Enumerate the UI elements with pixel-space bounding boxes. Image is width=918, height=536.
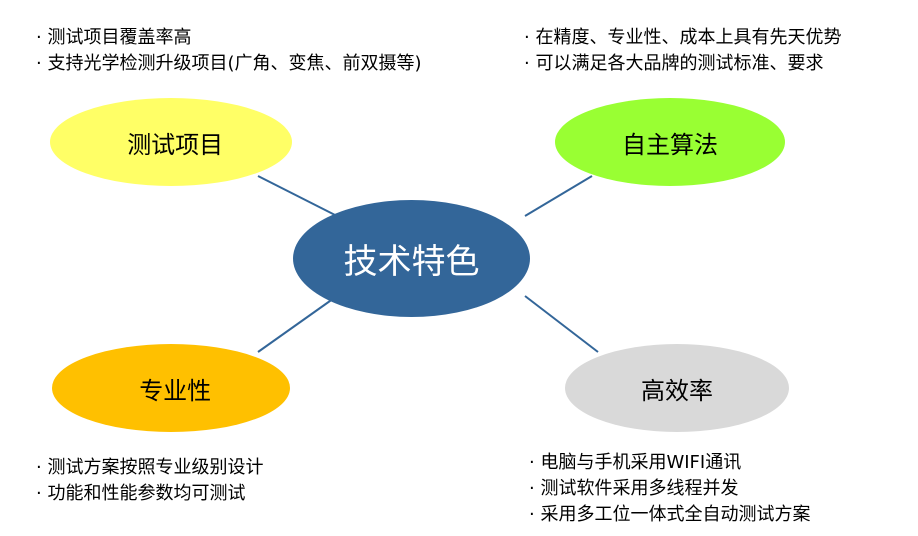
node-center-label: 技术特色 (343, 242, 480, 282)
node-professional-label: 专业性 (139, 376, 212, 405)
bullet-item: 测试软件采用多线程并发 (529, 476, 810, 502)
node-professional: 专业性 (52, 344, 290, 432)
bullet-item: 在精度、专业性、成本上具有先天优势 (524, 25, 841, 51)
node-test-items-label: 测试项目 (127, 130, 224, 159)
bullets-professional: 测试方案按照专业级别设计 功能和性能参数均可测试 (36, 455, 263, 507)
connector-algorithm (524, 175, 593, 217)
node-algorithm: 自主算法 (555, 98, 785, 186)
connector-test-items (257, 175, 338, 217)
bullet-item: 测试项目覆盖率高 (36, 25, 422, 51)
bullet-item: 功能和性能参数均可测试 (36, 481, 263, 507)
node-efficiency-label: 高效率 (641, 376, 713, 405)
bullet-item: 测试方案按照专业级别设计 (36, 455, 263, 481)
bullet-item: 电脑与手机采用WIFI通讯 (529, 450, 810, 476)
node-center: 技术特色 (293, 200, 530, 317)
node-algorithm-label: 自主算法 (622, 130, 718, 159)
bullet-item: 可以满足各大品牌的测试标准、要求 (524, 51, 841, 77)
bullets-algorithm: 在精度、专业性、成本上具有先天优势 可以满足各大品牌的测试标准、要求 (524, 25, 841, 77)
connector-professional (257, 295, 338, 353)
bullet-item: 支持光学检测升级项目(广角、变焦、前双摄等) (36, 51, 421, 77)
node-efficiency: 高效率 (565, 344, 789, 432)
node-test-items: 测试项目 (50, 98, 292, 186)
bullets-efficiency: 电脑与手机采用WIFI通讯 测试软件采用多线程并发 采用多工位一体式全自动测试方… (529, 450, 810, 528)
connector-efficiency (524, 295, 599, 353)
bullet-item: 采用多工位一体式全自动测试方案 (529, 502, 810, 528)
bullets-test-items: 测试项目覆盖率高 支持光学检测升级项目(广角、变焦、前双摄等) (36, 25, 422, 77)
